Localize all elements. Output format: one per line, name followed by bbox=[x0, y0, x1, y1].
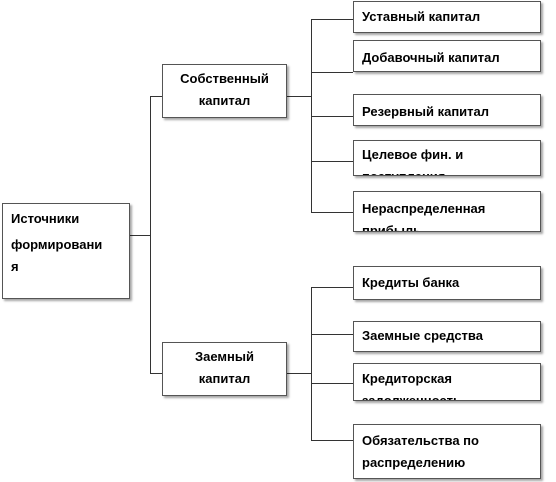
own-item-label: Резервный капитал bbox=[362, 104, 490, 119]
borrowed-item-bank-loans: Кредиты банка bbox=[353, 266, 541, 300]
borrowed-item-accounts-payable: Кредиторская задолженность bbox=[353, 363, 541, 401]
connector-own-item-3 bbox=[311, 116, 353, 117]
own-item-targeted-financing: Целевое фин. и поступления bbox=[353, 140, 541, 176]
own-item-label: Целевое фин. и поступления bbox=[362, 147, 464, 175]
borrowed-item-borrowed-funds: Заемные средства bbox=[353, 321, 541, 352]
root-label-line-3: я bbox=[11, 259, 19, 274]
connector-borrowed-item-2 bbox=[311, 334, 353, 335]
connector-borrowed-item-4 bbox=[311, 440, 353, 441]
connector-own-vertical bbox=[311, 19, 312, 212]
own-item-label: Уставный капитал bbox=[362, 9, 481, 24]
connector-own-item-2 bbox=[311, 72, 353, 73]
group-own-capital: Собственный капитал bbox=[162, 64, 287, 118]
group-borrowed-capital: Заемный капитал bbox=[162, 342, 287, 396]
root-label-line-2: формировани bbox=[11, 237, 103, 252]
root-node: Источники формировани я bbox=[2, 203, 130, 299]
connector-root-trunk bbox=[130, 235, 150, 236]
connector-own-trunk bbox=[287, 96, 311, 97]
connector-borrowed-item-1 bbox=[311, 287, 353, 288]
own-item-label: Добавочный капитал bbox=[362, 50, 500, 65]
connector-root-vertical bbox=[150, 96, 151, 374]
connector-to-borrowed bbox=[150, 373, 162, 374]
connector-to-own bbox=[150, 96, 162, 97]
connector-borrowed-item-3 bbox=[311, 383, 353, 384]
connector-own-item-4 bbox=[311, 161, 353, 162]
connector-borrowed-vertical bbox=[311, 287, 312, 440]
borrowed-item-distribution-liabilities: Обязательства по распределению bbox=[353, 424, 541, 479]
borrowed-item-label: Заемные средства bbox=[362, 328, 483, 343]
group-borrowed-capital-label: Заемный капитал bbox=[195, 349, 254, 386]
borrowed-item-label: Обязательства по распределению bbox=[362, 433, 479, 470]
own-item-authorized-capital: Уставный капитал bbox=[353, 1, 541, 33]
borrowed-item-label: Кредиты банка bbox=[362, 275, 460, 290]
root-label-line-1: Источники bbox=[11, 211, 80, 226]
connector-own-item-5 bbox=[311, 212, 353, 213]
own-item-reserve-capital: Резервный капитал bbox=[353, 94, 541, 126]
group-own-capital-label: Собственный капитал bbox=[180, 71, 269, 108]
borrowed-item-label: Кредиторская задолженность bbox=[362, 371, 461, 401]
own-item-retained-earnings: Нераспределенная прибыль bbox=[353, 191, 541, 232]
connector-borrowed-trunk bbox=[287, 373, 311, 374]
own-item-additional-capital: Добавочный капитал bbox=[353, 40, 541, 72]
own-item-label: Нераспределенная прибыль bbox=[362, 201, 486, 232]
connector-own-item-1 bbox=[311, 19, 353, 20]
